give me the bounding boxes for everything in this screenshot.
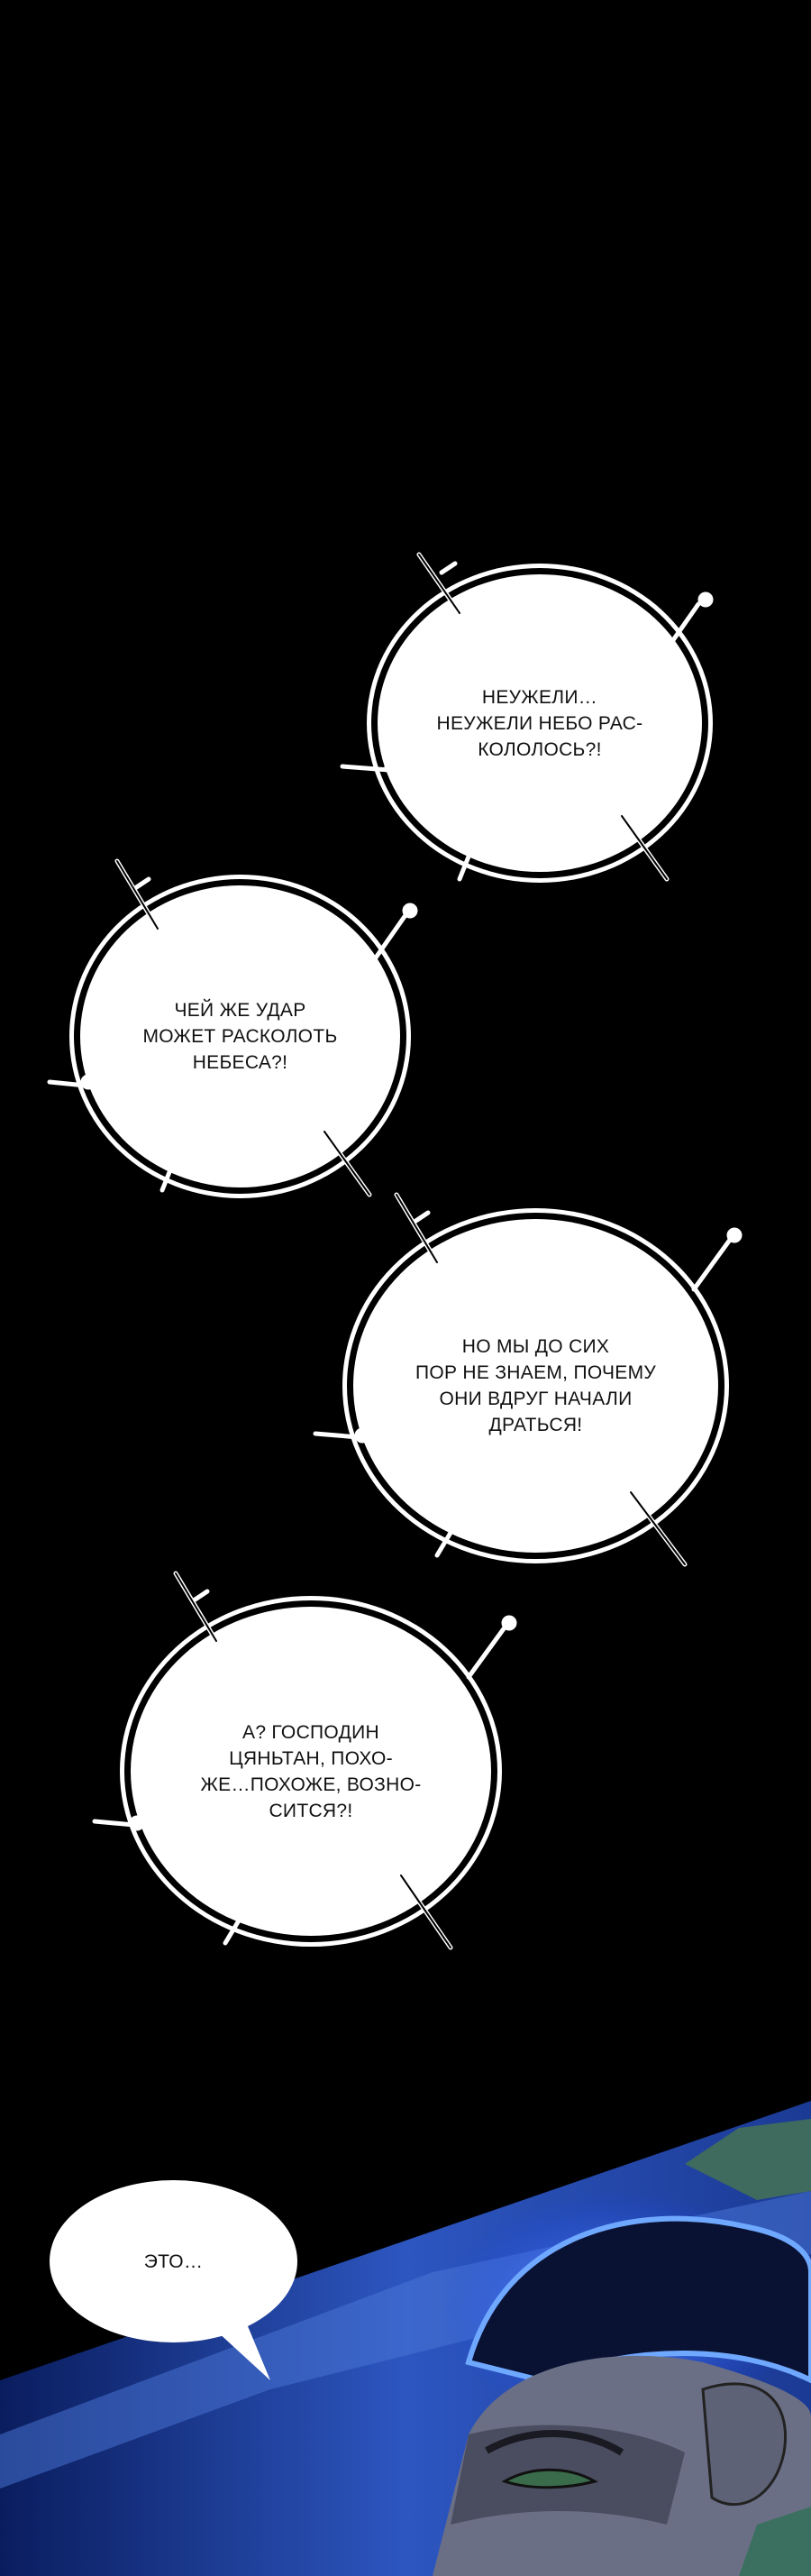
collar [739, 2507, 811, 2576]
bubble-text-4: А? ГОСПОДИН ЦЯНЬТАН, ПОХО- ЖЕ…ПОХОЖЕ, ВО… [200, 1721, 422, 1821]
foliage [685, 2119, 811, 2200]
speech-bubble-2: ЧЕЙ ЖЕ УДАР МОЖЕТ РАСКОЛОТЬ НЕБЕСА?! [74, 879, 406, 1194]
bubble-text-5: ЭТО… [143, 2251, 204, 2272]
bubble-text-1: НЕУЖЕЛИ… НЕУЖЕЛИ НЕБО РАС- КОЛОЛОСЬ?! [436, 686, 643, 760]
ear [701, 2382, 787, 2507]
speech-bubble-1: НЕУЖЕЛИ… НЕУЖЕЛИ НЕБО РАС- КОЛОЛОСЬ?! [371, 568, 708, 878]
brow [485, 2430, 624, 2456]
speech-bubble-5: ЭТО… [50, 2180, 297, 2342]
speech-bubble-3: НО МЫ ДО СИХ ПОР НЕ ЗНАЕМ, ПОЧЕМУ ОНИ ВД… [347, 1213, 724, 1559]
hair [465, 2215, 811, 2384]
bubble-text-2: ЧЕЙ ЖЕ УДАР МОЖЕТ РАСКОЛОТЬ НЕБЕСА?! [142, 1000, 338, 1073]
bubble-text-3: НО МЫ ДО СИХ ПОР НЕ ЗНАЕМ, ПОЧЕМУ ОНИ ВД… [415, 1336, 657, 1435]
speech-bubble-4: А? ГОСПОДИН ЦЯНЬТАН, ПОХО- ЖЕ…ПОХОЖЕ, ВО… [124, 1600, 497, 1942]
eye [501, 2468, 598, 2489]
